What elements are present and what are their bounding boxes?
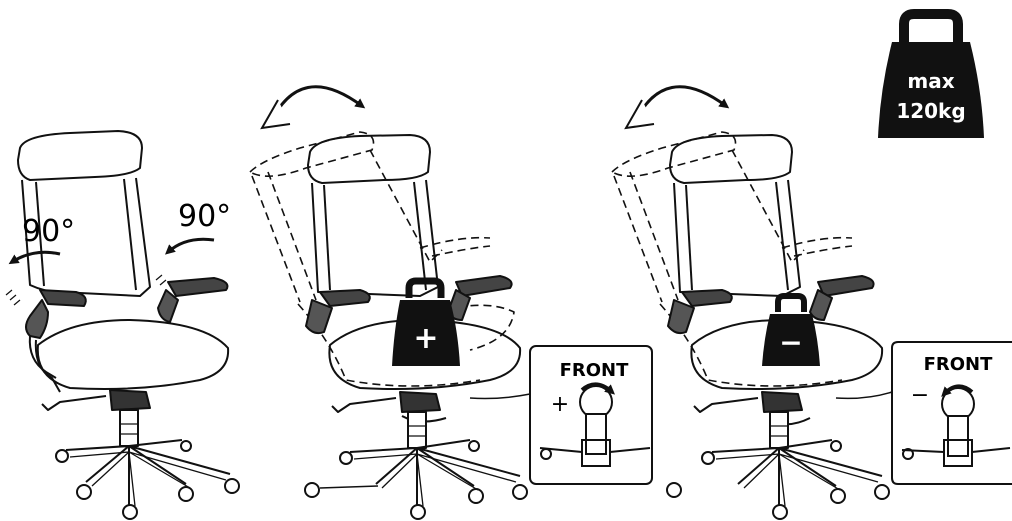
capacity-line1: max [907, 69, 954, 93]
chair-tilt-plus [250, 132, 527, 519]
rotate-left-arrow [12, 252, 60, 262]
inset-sign-right: − [911, 383, 929, 408]
rotate-right-arrow [168, 239, 214, 252]
max-weight-icon: max 120kg [878, 14, 984, 138]
inset-sign: + [551, 392, 569, 417]
weight-plus-sign: + [413, 321, 438, 356]
chair-tilt-minus [612, 132, 889, 519]
inset-title: FRONT [560, 360, 630, 381]
front-inset-minus: FRONT − [836, 342, 1012, 484]
swing-arrow-back [262, 100, 290, 128]
inset-title-right: FRONT [924, 354, 994, 375]
angle-left-label: 90° [22, 214, 75, 249]
angle-right-label: 90° [178, 199, 231, 234]
front-inset-plus: FRONT + [470, 346, 652, 484]
weight-minus-sign: − [779, 326, 802, 359]
chair-armrest-flip [6, 131, 239, 519]
swing-arrow-back-right [626, 100, 654, 128]
capacity-line2: 120kg [896, 99, 965, 123]
